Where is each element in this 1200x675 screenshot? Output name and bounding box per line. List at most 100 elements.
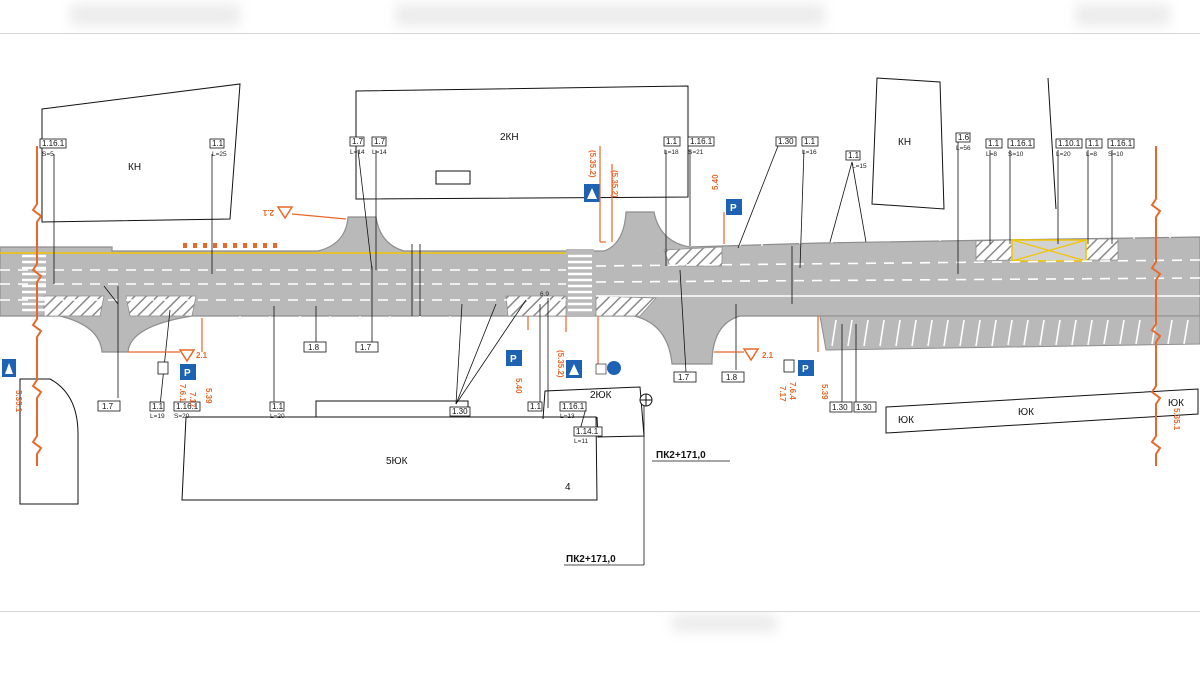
leader-lines <box>53 142 1113 566</box>
svg-text:5.35.1: 5.35.1 <box>14 390 23 413</box>
blurred-header-left <box>70 4 240 26</box>
svg-text:1.7: 1.7 <box>102 402 114 411</box>
svg-text:1.1: 1.1 <box>988 139 1000 148</box>
svg-text:L=15: L=15 <box>852 163 867 170</box>
svg-text:1.7: 1.7 <box>374 137 386 146</box>
zebra-crossings <box>22 254 592 312</box>
svg-text:5.39: 5.39 <box>820 384 829 400</box>
svg-text:1.1: 1.1 <box>152 402 164 411</box>
svg-text:1.7: 1.7 <box>352 137 364 146</box>
road-plan-drawing: КН 2КН КН 5ЮК 4 2ЮК ЮК ЮК ЮК <box>0 77 1200 566</box>
blurred-header-right <box>1075 4 1170 26</box>
svg-text:(5.35.2): (5.35.2) <box>588 150 597 178</box>
blurred-header-center <box>395 4 825 26</box>
svg-text:1.16.1: 1.16.1 <box>176 402 199 411</box>
crosswalk-sign-left-edge: 5.35.1 <box>2 359 23 413</box>
yield-sign-2-1-right: 2.1 P 7.6.4 7.17 5.39 <box>714 316 829 402</box>
svg-text:S=21: S=21 <box>688 149 704 156</box>
svg-text:1.8: 1.8 <box>726 373 738 382</box>
svg-text:L=11: L=11 <box>574 438 589 445</box>
building-left-arch <box>19 378 79 505</box>
road-plan-sheet: КН 2КН КН 5ЮК 4 2ЮК ЮК ЮК ЮК <box>0 33 1200 612</box>
svg-text:ЮК: ЮК <box>898 415 914 426</box>
svg-text:S=10: S=10 <box>1008 151 1024 158</box>
crosswalk-sign-right-edge: 5.35.1 <box>1172 408 1181 431</box>
boundary-line-left <box>31 146 43 466</box>
svg-text:1.1: 1.1 <box>848 151 860 160</box>
svg-text:L=20: L=20 <box>1056 151 1071 158</box>
yield-sign-2-1-left: 2.1 P 7.6.1 7.17 5.39 <box>128 318 213 408</box>
svg-text:S=5: S=5 <box>42 151 54 158</box>
svg-text:1.30: 1.30 <box>778 137 794 146</box>
pedestrian-crossing-signs-top: (5.35.2) (5.35.2) <box>584 146 619 243</box>
svg-text:L=8: L=8 <box>1086 151 1097 158</box>
svg-text:1.7: 1.7 <box>360 343 372 352</box>
parking-sign-top: P 5.40 <box>711 174 742 244</box>
svg-text:ЮК: ЮК <box>1018 407 1034 418</box>
svg-text:1.1: 1.1 <box>1088 139 1100 148</box>
svg-text:1.1: 1.1 <box>804 137 816 146</box>
svg-text:L=56: L=56 <box>956 145 971 152</box>
station-marker-lower: ПК2+171,0 <box>566 554 616 565</box>
marking-labels: 1.16.1 S=5 1.1 L=25 1.7 L=14 1.7 L=14 1.… <box>39 132 1135 445</box>
svg-text:L=19: L=19 <box>150 413 165 420</box>
svg-text:5.39: 5.39 <box>204 388 213 404</box>
svg-text:P: P <box>510 354 517 365</box>
svg-text:1.1: 1.1 <box>272 402 284 411</box>
svg-text:1.1: 1.1 <box>530 402 542 411</box>
svg-text:(5.35.2): (5.35.2) <box>556 350 565 378</box>
svg-text:2КН: 2КН <box>500 132 519 143</box>
svg-text:(5.35.2): (5.35.2) <box>610 170 619 198</box>
building-5yuk: 5ЮК 4 <box>181 400 598 501</box>
svg-text:5.35.1: 5.35.1 <box>1172 408 1181 431</box>
svg-text:КН: КН <box>128 162 141 173</box>
yield-sign-2-1-top: 2.1 <box>262 206 347 220</box>
svg-text:1.16.1: 1.16.1 <box>690 137 713 146</box>
svg-text:L=20: L=20 <box>270 413 285 420</box>
svg-text:L=13: L=13 <box>560 413 575 420</box>
svg-text:1.14.1: 1.14.1 <box>576 427 599 436</box>
svg-text:L=14: L=14 <box>350 149 365 156</box>
svg-text:7.17: 7.17 <box>778 386 787 402</box>
boundary-line-right <box>1150 146 1162 466</box>
svg-text:1.8: 1.8 <box>308 343 320 352</box>
svg-text:7.17: 7.17 <box>188 392 197 408</box>
svg-text:P: P <box>730 203 737 214</box>
svg-text:КН: КН <box>898 137 911 148</box>
bollard-row <box>183 243 277 248</box>
svg-text:L=25: L=25 <box>212 151 227 158</box>
svg-text:S=20: S=20 <box>174 413 190 420</box>
svg-text:ПК2+171,0: ПК2+171,0 <box>656 450 706 461</box>
svg-text:1.16.1: 1.16.1 <box>562 402 585 411</box>
svg-text:1.30: 1.30 <box>452 407 468 416</box>
svg-text:1.1: 1.1 <box>666 137 678 146</box>
svg-text:5.40: 5.40 <box>514 378 523 394</box>
building-kh-right: КН <box>871 77 945 210</box>
svg-text:1.10.1: 1.10.1 <box>1058 139 1081 148</box>
svg-text:2ЮК: 2ЮК <box>590 390 612 401</box>
lane-markings <box>0 232 1200 347</box>
svg-text:1.30: 1.30 <box>832 403 848 412</box>
svg-text:1.16.1: 1.16.1 <box>1010 139 1033 148</box>
building-2kn: 2КН <box>355 85 689 200</box>
svg-text:ПК2+171,0: ПК2+171,0 <box>566 554 616 565</box>
svg-text:5.40: 5.40 <box>711 174 720 190</box>
building-kh-left: КН <box>41 83 241 223</box>
svg-text:L=18: L=18 <box>664 149 679 156</box>
svg-text:1.7: 1.7 <box>678 373 690 382</box>
svg-text:ЮК: ЮК <box>1168 398 1184 409</box>
svg-text:1.1: 1.1 <box>212 139 224 148</box>
svg-text:1.16.1: 1.16.1 <box>1110 139 1133 148</box>
station-marker-upper: ПК2+171,0 <box>639 393 706 461</box>
svg-text:P: P <box>184 368 191 379</box>
svg-text:P: P <box>802 364 809 375</box>
svg-text:1.16.1: 1.16.1 <box>42 139 65 148</box>
svg-text:2.1: 2.1 <box>262 208 274 217</box>
center-sign-cluster: P 5.40 (5.35.2) <box>506 316 621 394</box>
svg-text:L=16: L=16 <box>802 149 817 156</box>
svg-text:2.1: 2.1 <box>196 351 208 360</box>
svg-text:6.9: 6.9 <box>540 291 549 298</box>
svg-text:7.6.1: 7.6.1 <box>178 384 187 402</box>
svg-text:L=8: L=8 <box>986 151 997 158</box>
building-yuk-strip: ЮК ЮК ЮК <box>885 388 1199 434</box>
